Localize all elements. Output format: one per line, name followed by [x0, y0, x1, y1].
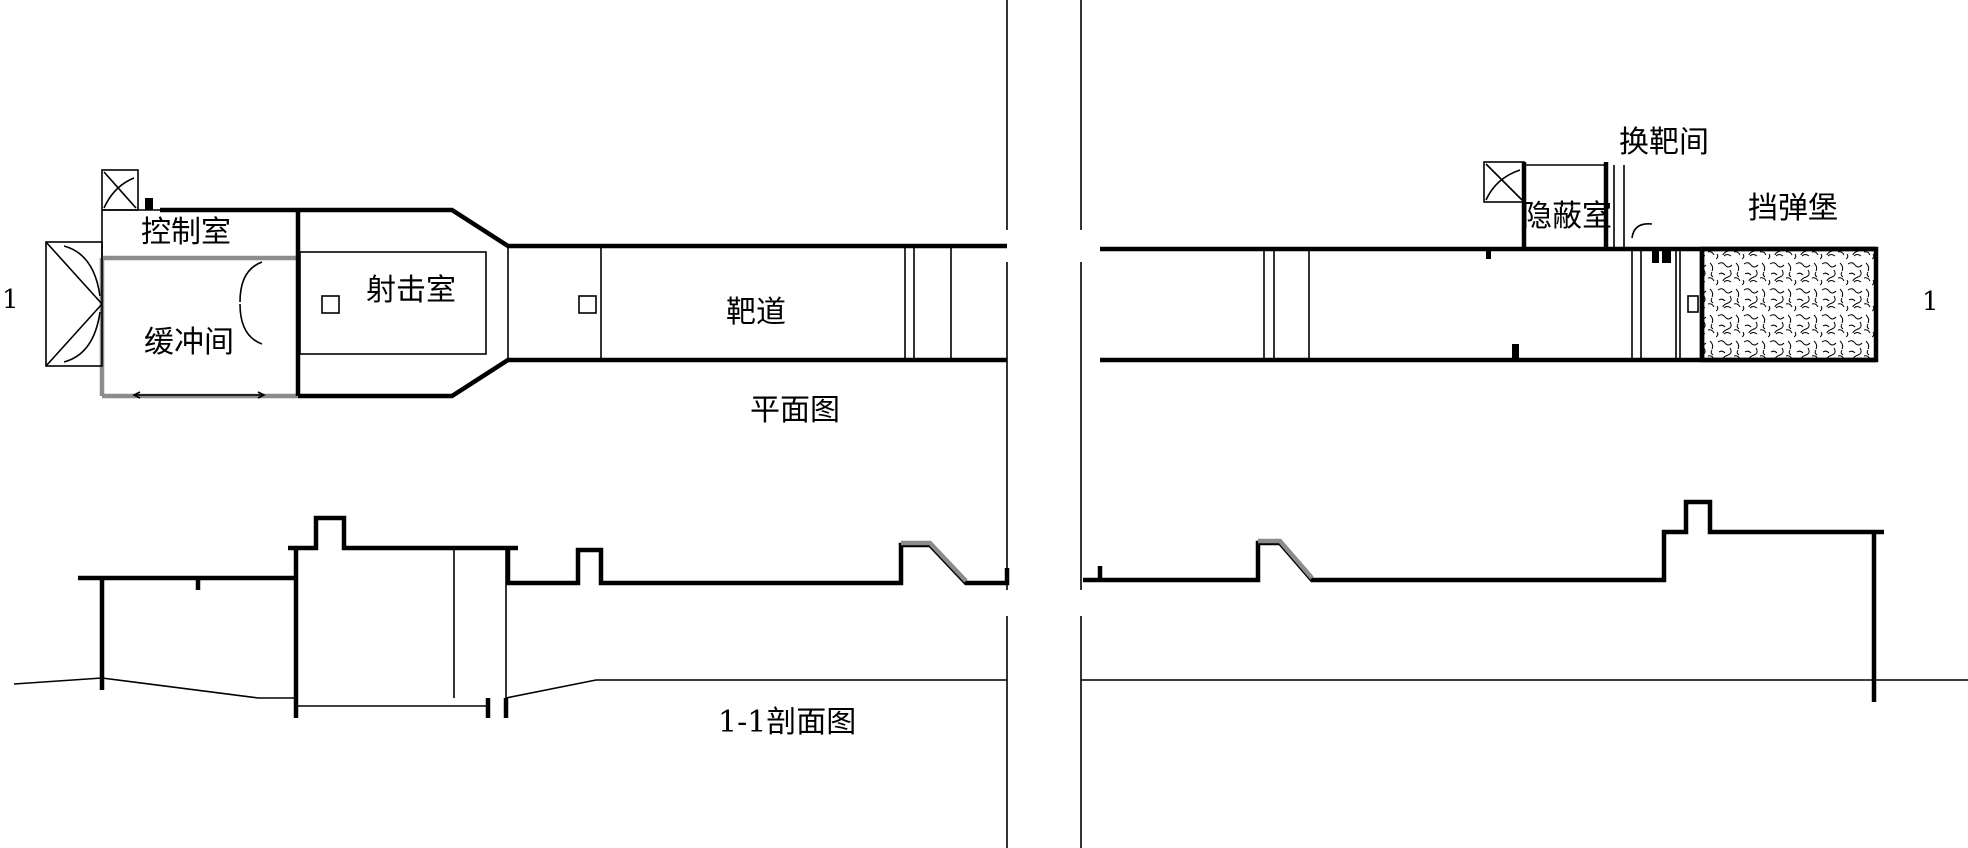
- labels: 控制室 缓冲间 射击室 靶道 平面图 隐蔽室 换靶间 挡弹堡 1-1剖面图 1 …: [2, 125, 1939, 740]
- label-bullet-stop: 挡弹堡: [1748, 191, 1838, 226]
- label-section-view: 1-1剖面图: [718, 705, 856, 740]
- section-mark-right: 1: [1922, 287, 1939, 317]
- plan-right: [1100, 161, 1879, 363]
- label-plan-view: 平面图: [750, 393, 840, 428]
- plan-left: [45, 169, 1007, 399]
- label-control-room: 控制室: [141, 215, 231, 250]
- label-hidden-room: 隐蔽室: [1522, 199, 1612, 234]
- label-target-change-room: 换靶间: [1619, 125, 1709, 160]
- label-target-lane: 靶道: [726, 295, 786, 330]
- label-buffer-room: 缓冲间: [144, 325, 234, 360]
- section-mark-left: 1: [2, 285, 19, 315]
- section-right: [1081, 499, 1968, 702]
- label-shooting-room: 射击室: [366, 273, 456, 308]
- break-lines: [1006, 0, 1082, 848]
- section-left: [13, 515, 1010, 718]
